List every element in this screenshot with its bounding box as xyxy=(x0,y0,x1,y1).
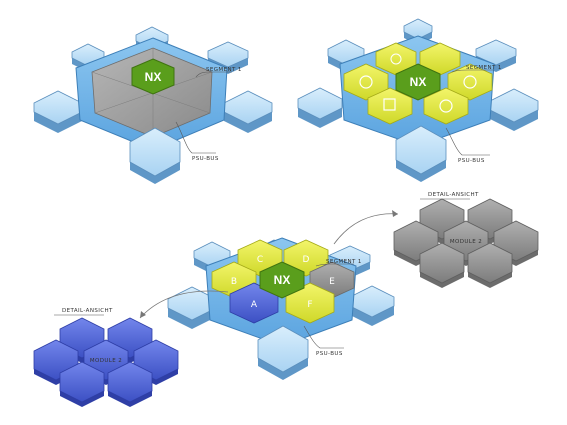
grey-hex-bottom-left xyxy=(419,242,465,288)
yellow-module-top-left xyxy=(375,42,417,76)
nx-core xyxy=(259,261,305,299)
assembly-populated: NX SEGMENT 1 PSU-BUS xyxy=(297,18,539,182)
cell-label-e: E xyxy=(329,277,335,287)
cell-label-b: B xyxy=(231,277,237,287)
cell-label-c: C xyxy=(257,255,263,265)
nx-core xyxy=(395,63,441,101)
module-label: MODULE 2 xyxy=(90,358,122,364)
blue-module-a: A xyxy=(229,282,279,324)
nx-core xyxy=(131,58,175,95)
detail-blue-cluster: DETAIL-ANSICHT MODULE 2 xyxy=(33,308,179,407)
grey-hex-bottom-right xyxy=(467,242,513,288)
nx-label: NX xyxy=(274,273,291,287)
segment-label: SEGMENT 1 xyxy=(206,67,242,73)
bus-label: PSU-BUS xyxy=(316,351,343,357)
segment-label: SEGMENT 1 xyxy=(466,65,502,71)
detail-grey-cluster: DETAIL-ANSICHT MODULE 2 xyxy=(393,192,539,288)
detail-label: DETAIL-ANSICHT xyxy=(62,308,113,314)
yellow-module-bottom-right xyxy=(423,87,469,125)
nx-label: NX xyxy=(145,70,162,84)
outer-module-bottom xyxy=(129,127,181,184)
cell-label-f: F xyxy=(307,300,312,310)
outer-module-left xyxy=(167,286,217,329)
outer-module-right xyxy=(349,285,395,326)
outer-module-bottom xyxy=(395,125,447,182)
yellow-module-f: F xyxy=(285,282,335,324)
bus-label: PSU-BUS xyxy=(192,156,219,162)
segment-label: SEGMENT 1 xyxy=(326,259,362,265)
blue-hex-bottom-right xyxy=(107,361,153,407)
outer-module-right xyxy=(489,88,539,131)
arrow-to-grey-detail xyxy=(333,213,399,245)
outer-module-right xyxy=(223,90,273,133)
outer-module-left xyxy=(297,87,343,128)
cell-label-a: A xyxy=(251,300,258,310)
assembly-basic: NX SEGMENT 1 PSU-BUS xyxy=(33,26,273,184)
module-label: MODULE 2 xyxy=(450,239,482,245)
outer-module-left xyxy=(33,90,83,133)
yellow-module-bottom-left xyxy=(367,87,413,125)
assembly-detail: C D B E A F NX SEGMENT 1 PSU xyxy=(139,210,399,380)
bus-label: PSU-BUS xyxy=(458,158,485,164)
arrow-to-blue-detail xyxy=(139,290,229,319)
cell-label-d: D xyxy=(303,255,310,265)
blue-hex-bottom-left xyxy=(59,361,105,407)
outer-module-bottom xyxy=(257,325,309,380)
nx-label: NX xyxy=(410,75,427,89)
detail-label: DETAIL-ANSICHT xyxy=(428,192,479,198)
